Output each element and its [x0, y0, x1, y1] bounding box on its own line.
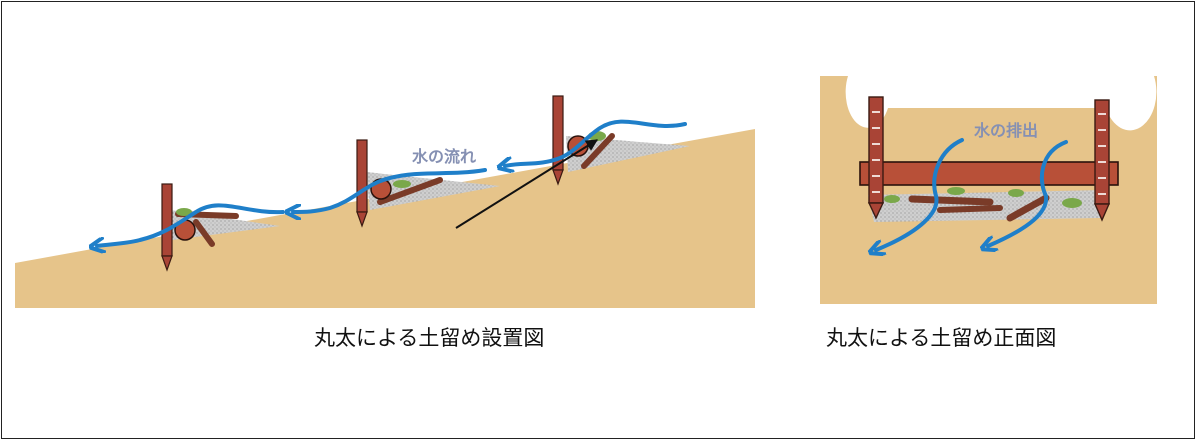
stake [161, 183, 173, 257]
branch [377, 177, 443, 205]
stake-tip [161, 255, 173, 272]
drain-label: 水の排出 [974, 121, 1038, 140]
branch [937, 205, 1003, 213]
branch [193, 219, 215, 247]
pointer-arrow [455, 139, 599, 229]
flow-arrow [293, 168, 487, 212]
front-view-caption: 丸太による土留め正面図 [826, 326, 1057, 350]
stake-left [867, 96, 885, 220]
drain-arrows [876, 138, 1068, 250]
leaf [884, 195, 900, 203]
installation-view-caption: 丸太による土留め設置図 [314, 326, 545, 350]
leaf [1062, 198, 1082, 208]
flow-arrow [97, 203, 285, 246]
slope-soil [15, 129, 755, 308]
leaf [947, 187, 965, 195]
stake-right [1093, 99, 1111, 222]
installation-view: 水の流れ [15, 95, 755, 308]
leaf [176, 208, 192, 216]
log-horizontal [859, 161, 1119, 186]
drain-arrow [876, 138, 964, 250]
front-view: 水の排出 [820, 76, 1157, 304]
leaf [393, 180, 411, 188]
stake [356, 139, 368, 213]
drain-arrow [988, 140, 1068, 246]
branch [908, 195, 994, 206]
stake-tip [356, 211, 368, 228]
soil-cross-section [820, 76, 1157, 304]
branch [581, 133, 615, 169]
leaf [1008, 189, 1024, 197]
flow-label: 水の流れ [412, 147, 476, 166]
stake-tip [552, 169, 564, 186]
retaining-step-1 [161, 183, 280, 272]
retaining-step-2 [356, 139, 500, 228]
branch [1006, 194, 1050, 222]
